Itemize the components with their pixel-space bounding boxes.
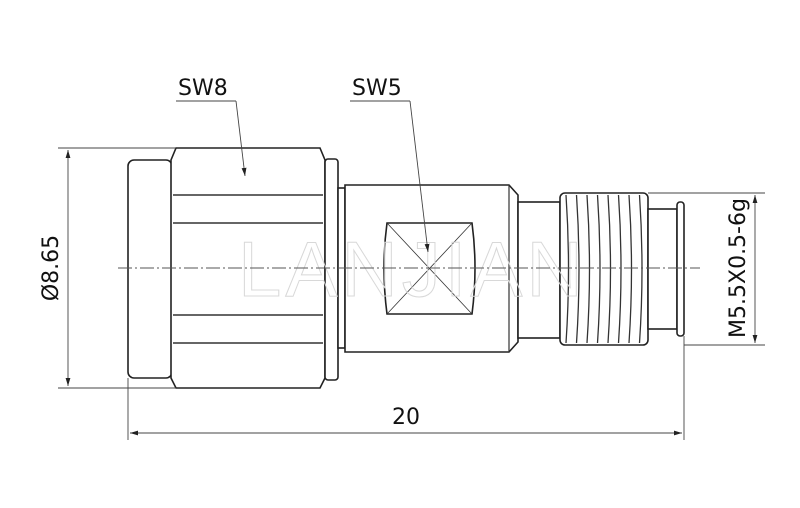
thread-lines [565, 194, 643, 344]
watermark: LANJIAN [238, 225, 587, 313]
length-label: 20 [392, 405, 420, 430]
nut-cap [127, 159, 173, 379]
thread-crest [586, 194, 591, 344]
thread-crest [565, 194, 570, 344]
sw8-label: SW8 [178, 76, 228, 101]
diameter-label: Ø8.65 [39, 235, 64, 301]
thread-crest [596, 194, 601, 344]
thread-crest [575, 194, 580, 344]
sw5-label: SW5 [352, 76, 402, 101]
sw8-leader [235, 100, 247, 177]
tip [647, 208, 678, 330]
hex-nut-sw8 [170, 147, 326, 389]
thread-label: M5.5X0.5-6g [726, 198, 751, 338]
tip-flange [676, 201, 685, 337]
thread-crest [628, 194, 633, 344]
thread-crest [607, 194, 612, 344]
thread-crest [617, 194, 622, 344]
thread-crest [638, 194, 643, 344]
sw5-leader [409, 100, 430, 253]
